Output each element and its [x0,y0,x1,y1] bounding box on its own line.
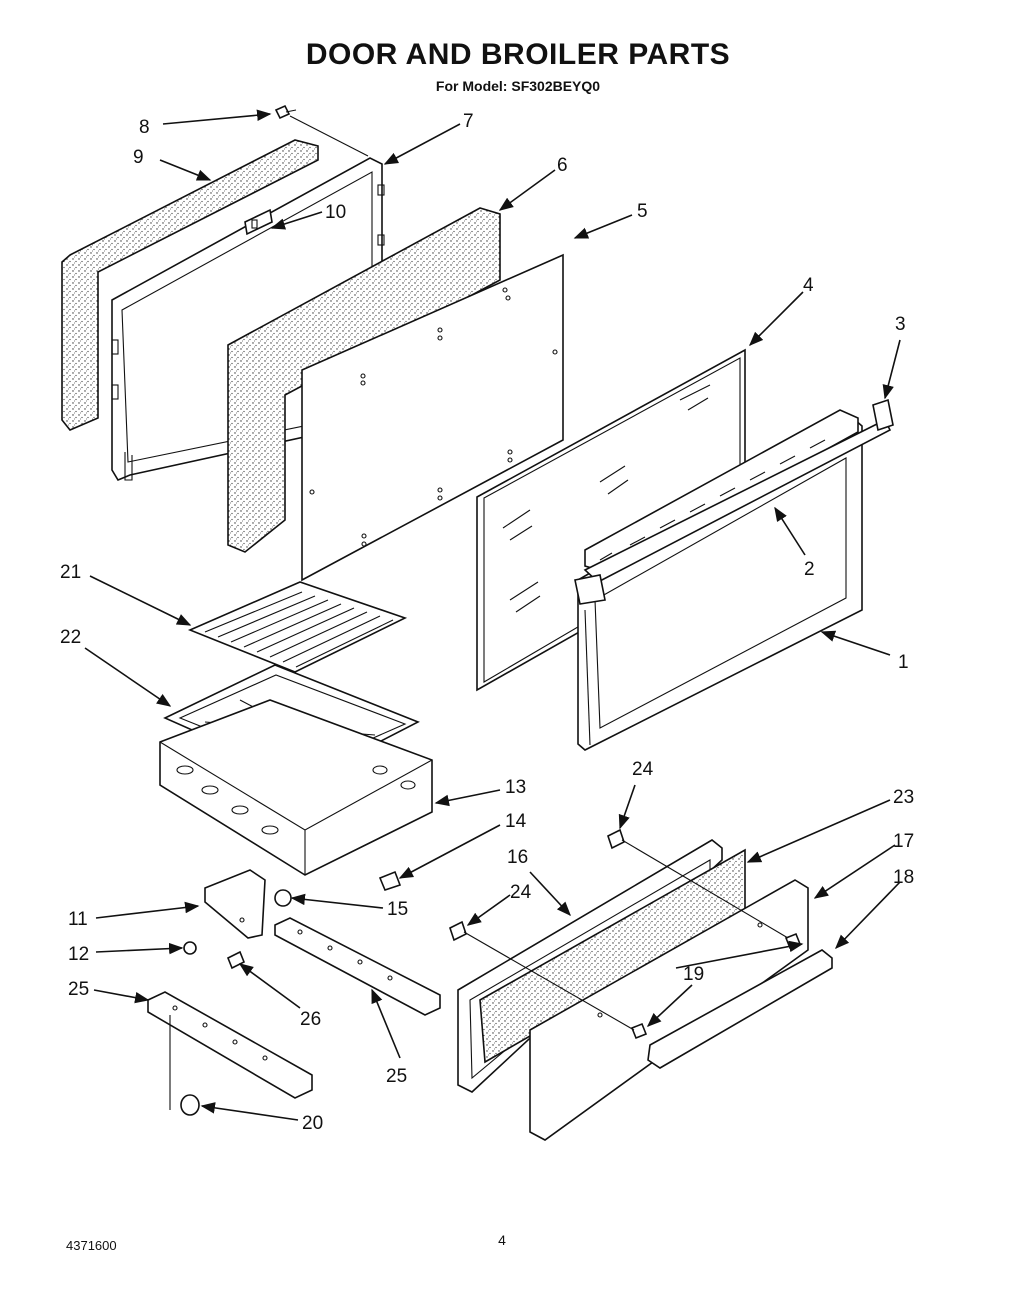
model-subtitle: For Model: SF302BEYQ0 [435,78,601,94]
callout-13: 13 [505,777,526,798]
document-number: 4371600 [66,1238,117,1253]
callout-1: 1 [898,652,909,673]
callout-7: 7 [463,111,474,132]
page-number: 4 [498,1232,506,1248]
callout-12: 12 [68,944,89,965]
callout-14: 14 [505,811,527,832]
clip-14 [378,870,402,891]
inner-panel-5 [301,253,564,582]
broiler-grid-21 [187,581,408,673]
broiler-pan-13 [159,699,433,876]
door-gasket-9 [61,139,319,431]
broiler-door-handle-18 [647,949,833,1069]
handle-bracket-3 [574,398,894,605]
screw-24-upper [607,828,789,939]
callout-17: 17 [893,831,914,852]
bracket-11 [204,869,266,939]
screw-24-lower [449,920,635,1031]
callout-6: 6 [557,155,568,176]
callout-3: 3 [895,314,906,335]
broiler-door-panel-17 [529,879,809,1141]
callout-16: 16 [507,847,528,868]
callout-22: 22 [60,627,81,648]
door-trim-2 [583,409,892,583]
nut-19-lower [630,1022,648,1040]
callout-2: 2 [804,559,815,580]
callout-25-left: 25 [68,979,89,1000]
plug-12 [183,941,197,955]
callout-26: 26 [300,1009,321,1030]
callout-24-lower: 24 [510,882,532,903]
callout-8: 8 [139,117,150,138]
callout-labels: 8 7 9 6 10 5 4 3 2 1 21 22 13 14 15 24 2… [60,111,914,1134]
page-title: DOOR AND BROILER PARTS [305,38,731,71]
slide-rail-25-left [147,991,313,1110]
callout-19: 19 [683,964,704,985]
callout-10: 10 [325,202,346,223]
callout-18: 18 [893,867,914,888]
door-frame-1 [577,419,863,751]
door-insulation-6 [227,207,501,553]
callout-9: 9 [133,147,144,168]
callout-23: 23 [893,787,914,808]
callout-20: 20 [302,1113,323,1134]
ring-15 [274,889,292,907]
callout-25-right: 25 [386,1066,407,1087]
leader-lines [84,109,901,1121]
callout-24-upper: 24 [632,759,654,780]
callout-4: 4 [803,275,814,296]
bumper-20 [180,1094,200,1116]
screw-8 [274,104,369,157]
callout-15: 15 [387,899,408,920]
slide-rail-25-right [274,917,441,1016]
callout-21: 21 [60,562,81,583]
callout-5: 5 [637,201,648,222]
callout-11: 11 [68,909,88,930]
